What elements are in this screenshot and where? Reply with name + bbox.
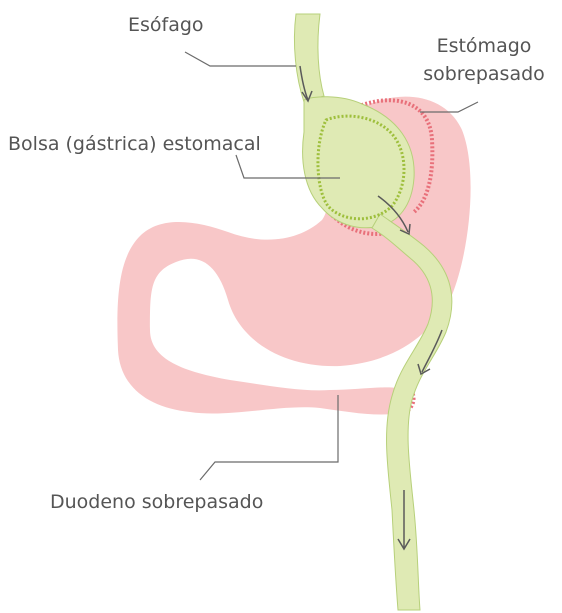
label-bypassed-duodenum: Duodeno sobrepasado [50, 491, 263, 513]
label-esophagus: Esófago [128, 14, 204, 36]
label-bypassed-stomach-line1: Estómago [437, 35, 532, 57]
leader-esophagus [185, 52, 296, 66]
label-gastric-pouch: Bolsa (gástrica) estomacal [8, 133, 261, 155]
esophagus [294, 14, 324, 102]
label-bypassed-stomach-line2: sobrepasado [423, 63, 545, 85]
